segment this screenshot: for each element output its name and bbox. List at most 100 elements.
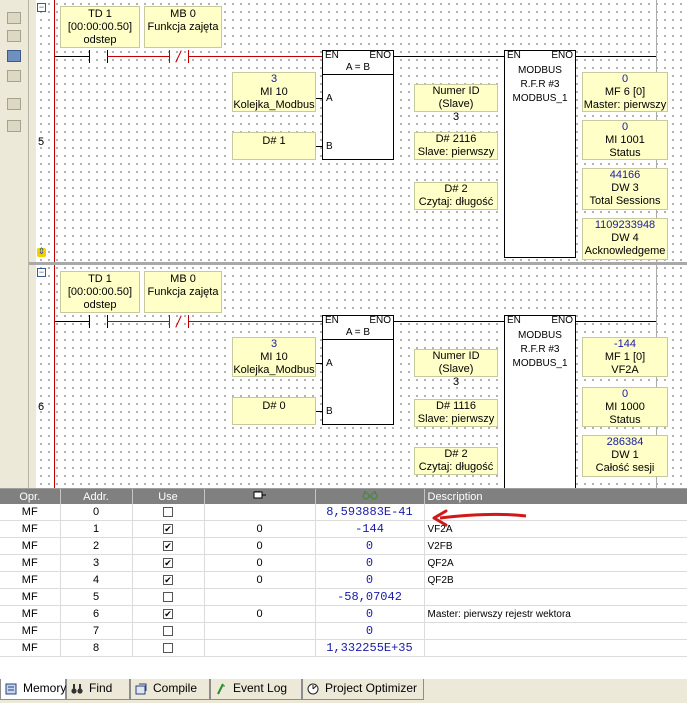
use-checkbox[interactable]: ✔ <box>163 558 173 569</box>
cell-opr[interactable]: MF <box>0 520 61 538</box>
compare-input-a[interactable]: 3 MI 10 Kolejka_Modbus <box>232 337 316 377</box>
use-checkbox[interactable] <box>163 507 173 518</box>
compare-input-b[interactable]: D# 1 <box>232 132 316 160</box>
cell-opr[interactable]: MF <box>0 571 61 589</box>
cell-addr[interactable]: 7 <box>60 622 133 640</box>
cell-force[interactable]: 0 <box>204 554 316 572</box>
cell-value[interactable]: 0 <box>315 622 425 640</box>
cell-addr[interactable]: 4 <box>60 571 133 589</box>
cell-value[interactable]: 0 <box>315 537 425 555</box>
rung-5[interactable]: − 5 ⇕ TD 1 [00:00:00.50] odstep MB 0 Fun… <box>29 0 687 262</box>
cell-opr[interactable]: MF <box>0 639 61 657</box>
mb-flag-box[interactable]: MB 0 Funkcja zajęta <box>144 271 222 313</box>
rung-6[interactable]: − 6 TD 1 [00:00:00.50] odstep MB 0 Funkc… <box>29 265 687 488</box>
cell-force[interactable]: 0 <box>204 520 316 538</box>
modbus-input-slave-id[interactable]: Numer ID (Slave) 3 <box>414 84 498 123</box>
cell-use[interactable] <box>132 504 205 521</box>
use-checkbox[interactable]: ✔ <box>163 524 173 535</box>
cell-value[interactable]: 0 <box>315 571 425 589</box>
use-checkbox[interactable] <box>163 626 173 637</box>
cell-value[interactable]: -58,07042 <box>315 588 425 606</box>
comment-icon[interactable] <box>7 50 21 62</box>
cell-opr[interactable]: MF <box>0 605 61 623</box>
tab-memory[interactable]: Memory <box>0 679 66 700</box>
contact-nc[interactable] <box>169 315 170 328</box>
cell-opr[interactable]: MF <box>0 622 61 640</box>
cell-description[interactable]: Master: pierwszy rejestr wektora <box>424 605 687 623</box>
use-checkbox[interactable] <box>163 643 173 654</box>
cell-addr[interactable]: 8 <box>60 639 133 657</box>
modbus-input-read-length[interactable]: D# 2 Czytaj: długość <box>414 447 498 475</box>
use-checkbox[interactable]: ✔ <box>163 609 173 620</box>
branch-open-icon[interactable] <box>7 98 21 110</box>
cell-addr[interactable]: 1 <box>60 520 133 538</box>
cell-use[interactable]: ✔ <box>132 571 205 589</box>
td-timer-box[interactable]: TD 1 [00:00:00.50] odstep <box>60 271 140 313</box>
cell-use[interactable]: ✔ <box>132 537 205 555</box>
cell-description[interactable]: QF2B <box>424 571 687 589</box>
modbus-output-acknowledge[interactable]: 1109233948 DW 4 Acknowledgeme <box>582 218 668 260</box>
cell-value[interactable]: 0 <box>315 554 425 572</box>
cell-description[interactable] <box>424 588 687 606</box>
use-checkbox[interactable]: ✔ <box>163 541 173 552</box>
cell-use[interactable] <box>132 639 205 657</box>
column-header-use[interactable]: Use <box>132 489 205 504</box>
tab-project-optimizer[interactable]: Project Optimizer <box>302 679 424 700</box>
contact-no[interactable] <box>89 50 90 63</box>
insert-contact-icon[interactable] <box>7 30 21 42</box>
move-rung-icon[interactable]: ⇕ <box>37 246 46 257</box>
tab-event-log[interactable]: Event Log <box>210 679 302 700</box>
cell-opr[interactable]: MF <box>0 504 61 521</box>
cell-use[interactable]: ✔ <box>132 554 205 572</box>
contact-nc[interactable] <box>169 50 170 63</box>
cell-force[interactable] <box>204 504 316 521</box>
cell-description[interactable] <box>424 639 687 657</box>
modbus-output-master-start[interactable]: -144 MF 1 [0] VF2A <box>582 337 668 377</box>
modbus-input-read-length[interactable]: D# 2 Czytaj: długość <box>414 182 498 210</box>
compare-input-b[interactable]: D# 0 <box>232 397 316 425</box>
insert-coil-icon[interactable] <box>7 70 21 82</box>
cell-value[interactable]: 8,593883E-41 <box>315 504 425 521</box>
cell-use[interactable]: ✔ <box>132 605 205 623</box>
column-header-force[interactable] <box>204 489 316 504</box>
cell-value[interactable]: 1,332255E+35 <box>315 639 425 657</box>
cell-opr[interactable]: MF <box>0 537 61 555</box>
use-checkbox[interactable] <box>163 592 173 603</box>
collapse-toggle-icon[interactable]: − <box>37 2 46 12</box>
cell-addr[interactable]: 6 <box>60 605 133 623</box>
cell-force[interactable]: 0 <box>204 571 316 589</box>
modbus-output-total-sessions[interactable]: 286384 DW 1 Całość sesji <box>582 435 668 477</box>
cell-opr[interactable]: MF <box>0 554 61 572</box>
branch-close-icon[interactable] <box>7 120 21 132</box>
cell-force[interactable] <box>204 622 316 640</box>
cell-description[interactable] <box>424 622 687 640</box>
tab-find[interactable]: Find <box>66 679 130 700</box>
modbus-input-slave-start[interactable]: D# 1116 Slave: pierwszy <box>414 399 498 427</box>
modbus-input-slave-start[interactable]: D# 2116 Slave: pierwszy <box>414 132 498 160</box>
cell-addr[interactable]: 3 <box>60 554 133 572</box>
modbus-input-slave-id[interactable]: Numer ID (Slave) 3 <box>414 349 498 388</box>
cell-addr[interactable]: 5 <box>60 588 133 606</box>
cell-value[interactable]: 0 <box>315 605 425 623</box>
collapse-toggle-icon[interactable]: − <box>37 267 46 277</box>
column-header-opr[interactable]: Opr. <box>0 489 61 504</box>
mb-flag-box[interactable]: MB 0 Funkcja zajęta <box>144 6 222 48</box>
column-header-value[interactable] <box>315 489 425 504</box>
cell-force[interactable]: 0 <box>204 605 316 623</box>
modbus-output-total-sessions[interactable]: 44166 DW 3 Total Sessions <box>582 168 668 210</box>
modbus-output-master-start[interactable]: 0 MF 6 [0] Master: pierwszy <box>582 72 668 112</box>
cell-force[interactable] <box>204 639 316 657</box>
cell-force[interactable] <box>204 588 316 606</box>
modbus-output-status[interactable]: 0 MI 1000 Status <box>582 387 668 427</box>
cell-description[interactable]: QF2A <box>424 554 687 572</box>
